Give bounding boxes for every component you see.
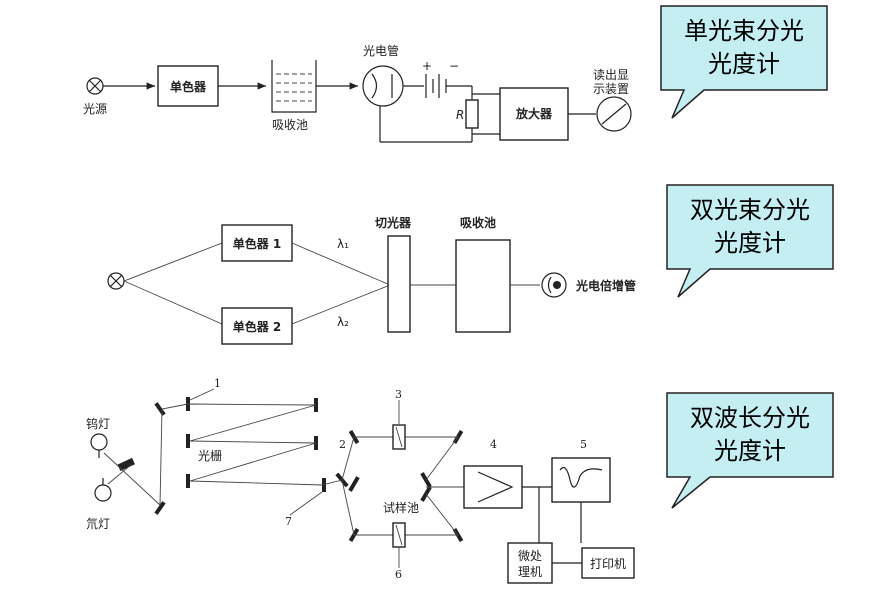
absorption-cell-label: 吸收池 bbox=[272, 118, 308, 132]
lamp-icon bbox=[107, 272, 125, 290]
switch-mirror bbox=[117, 457, 135, 472]
display-box bbox=[551, 457, 611, 503]
dual-wavelength-diagram: 钨灯 氘灯 bbox=[86, 377, 635, 584]
light-source-label: 光源 bbox=[83, 102, 107, 116]
chopper-box bbox=[387, 235, 411, 333]
microprocessor-label-1: 微处 bbox=[518, 549, 542, 563]
monochromator-label: 单色器 bbox=[170, 79, 207, 94]
phototube-label: 光电管 bbox=[363, 43, 399, 58]
double-beam-diagram: 单色器 1 单色器 2 λ₁ λ₂ 切光器 吸收池 光电倍增管 bbox=[107, 215, 636, 345]
callout-3-line1: 双波长分光 bbox=[690, 404, 810, 432]
pmt-label: 光电倍增管 bbox=[575, 278, 636, 293]
amplifier-box bbox=[499, 87, 569, 141]
label-6: 6 bbox=[395, 568, 402, 581]
printer-box bbox=[581, 547, 635, 579]
monochromator-1-label: 单色器 1 bbox=[233, 236, 282, 251]
amplifier-label: 放大器 bbox=[515, 106, 553, 121]
grating-label: 光栅 bbox=[198, 448, 222, 463]
absorption-cell-box bbox=[455, 239, 511, 333]
label-1: 1 bbox=[214, 377, 221, 390]
photomultiplier-icon bbox=[541, 272, 567, 298]
absorption-cell-icon bbox=[271, 60, 317, 113]
monochromator-2-box bbox=[221, 307, 293, 345]
monochromator-box bbox=[157, 65, 219, 107]
monochromator-1-box bbox=[221, 224, 293, 262]
label-2: 2 bbox=[339, 438, 346, 451]
callout-2-line2: 光度计 bbox=[714, 229, 786, 257]
tungsten-lamp-label: 钨灯 bbox=[86, 416, 110, 431]
deuterium-lamp-label: 氘灯 bbox=[86, 517, 110, 531]
phototube-icon bbox=[362, 65, 404, 107]
plus-sign: + bbox=[422, 59, 432, 73]
single-beam-diagram: 光源 单色器 吸收池 光电管 + − R bbox=[83, 43, 632, 143]
deuterium-lamp-icon bbox=[94, 478, 112, 502]
readout-label-2: 示装置 bbox=[593, 82, 629, 96]
lambda-2-label: λ₂ bbox=[337, 315, 349, 329]
label-7: 7 bbox=[285, 515, 292, 528]
microprocessor-label-2: 理机 bbox=[518, 565, 542, 579]
label-4: 4 bbox=[490, 438, 497, 451]
callout-single-beam: 单光束分光 光度计 bbox=[660, 5, 828, 119]
callout-double-beam: 双光束分光 光度计 bbox=[666, 184, 834, 298]
microprocessor-box bbox=[507, 542, 553, 584]
resistor-label: R bbox=[456, 108, 464, 122]
resistor bbox=[465, 99, 479, 129]
callout-1-line1: 单光束分光 bbox=[684, 17, 804, 45]
lambda-1-label: λ₁ bbox=[337, 237, 349, 251]
chopper-label: 切光器 bbox=[375, 215, 412, 230]
readout-meter-icon bbox=[596, 96, 632, 132]
tungsten-lamp-icon bbox=[90, 433, 108, 458]
sample-cell-label: 试样池 bbox=[383, 500, 419, 515]
mirror-group bbox=[154, 397, 464, 543]
callout-dual-wavelength: 双波长分光 光度计 bbox=[666, 392, 834, 509]
callout-2-line1: 双光束分光 bbox=[690, 196, 810, 224]
minus-sign: − bbox=[449, 59, 459, 73]
printer-label: 打印机 bbox=[590, 557, 626, 571]
callout-1-line2: 光度计 bbox=[708, 50, 780, 78]
absorption-cell-label-2: 吸收池 bbox=[460, 215, 496, 230]
light-source-icon bbox=[86, 77, 104, 95]
label-3: 3 bbox=[395, 388, 402, 401]
callout-3-line2: 光度计 bbox=[714, 437, 786, 465]
label-5: 5 bbox=[580, 438, 587, 451]
monochromator-2-label: 单色器 2 bbox=[233, 319, 282, 334]
readout-label-1: 读出显 bbox=[593, 68, 629, 82]
